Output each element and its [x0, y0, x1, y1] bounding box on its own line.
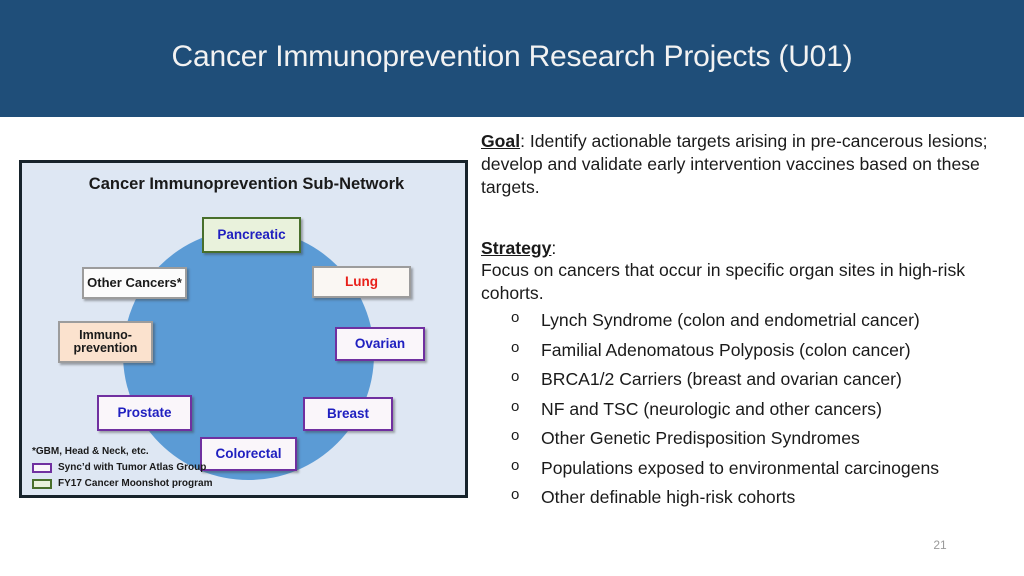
strategy-label: Strategy	[481, 237, 552, 258]
list-item-label: Familial Adenomatous Polyposis (colon ca…	[541, 339, 911, 360]
legend-item-tumor-atlas: Sync’d with Tumor Atlas Group	[32, 460, 212, 475]
page-number: 21	[933, 538, 947, 552]
node-breast[interactable]: Breast	[303, 397, 393, 431]
strategy-colon: :	[551, 237, 557, 258]
diagram-title: Cancer Immunoprevention Sub-Network	[88, 175, 405, 193]
node-lung[interactable]: Lung	[312, 266, 411, 298]
legend-swatch-green-icon	[32, 478, 52, 489]
bullet-marker-icon: o	[511, 309, 520, 327]
list-item-label: Other Genetic Predisposition Syndromes	[541, 428, 860, 449]
node-colorectal[interactable]: Colorectal	[200, 437, 297, 471]
bullet-marker-icon: o	[511, 368, 520, 386]
node-ovarian-label: Ovarian	[354, 335, 406, 351]
page-title: Cancer Immunoprevention Research Project…	[171, 40, 853, 73]
node-prostate[interactable]: Prostate	[97, 395, 192, 431]
list-item: o Other definable high-risk cohorts	[511, 483, 999, 512]
list-item-label: NF and TSC (neurologic and other cancers…	[541, 398, 882, 419]
list-item: o NF and TSC (neurologic and other cance…	[511, 395, 999, 424]
node-immunoprevention[interactable]: Immuno- prevention	[58, 321, 153, 363]
list-item-label: Lynch Syndrome (colon and endometrial ca…	[541, 310, 920, 331]
goal-label: Goal	[481, 131, 521, 151]
list-item-label: Other definable high-risk cohorts	[541, 487, 796, 508]
list-item: o Other Genetic Predisposition Syndromes	[511, 424, 999, 453]
list-item: o Populations exposed to environmental c…	[511, 454, 999, 483]
node-colorectal-label: Colorectal	[215, 445, 282, 461]
legend-footnote: *GBM, Head & Neck, etc.	[32, 446, 149, 457]
legend-item-tumor-atlas-label: Sync’d with Tumor Atlas Group	[58, 462, 207, 473]
content-column: Goal: Identify actionable targets arisin…	[481, 130, 999, 512]
bullet-marker-icon: o	[511, 397, 520, 415]
legend-item-moonshot: FY17 Cancer Moonshot program	[32, 476, 212, 491]
list-item: o Familial Adenomatous Polyposis (colon …	[511, 336, 999, 365]
list-item-label: BRCA1/2 Carriers (breast and ovarian can…	[541, 369, 902, 390]
node-pancreatic[interactable]: Pancreatic	[202, 217, 301, 253]
bullet-marker-icon: o	[511, 456, 520, 474]
node-immunoprevention-label: Immuno- prevention	[73, 327, 138, 355]
goal-paragraph: Goal: Identify actionable targets arisin…	[481, 130, 999, 199]
node-other-cancers-label: Other Cancers*	[87, 274, 182, 290]
sub-network-diagram: Cancer Immunoprevention Sub-Network Panc…	[19, 160, 468, 498]
strategy-heading: Strategy:	[481, 237, 999, 260]
list-item: o Lynch Syndrome (colon and endometrial …	[511, 306, 999, 335]
node-lung-label: Lung	[345, 273, 378, 289]
bullet-marker-icon: o	[511, 427, 520, 445]
legend-swatch-purple-icon	[32, 462, 52, 473]
list-item: o BRCA1/2 Carriers (breast and ovarian c…	[511, 365, 999, 394]
list-item-label: Populations exposed to environmental car…	[541, 457, 940, 478]
bullet-marker-icon: o	[511, 486, 520, 504]
slide-header-band	[0, 0, 1024, 117]
legend-item-moonshot-label: FY17 Cancer Moonshot program	[58, 478, 213, 489]
node-other-cancers[interactable]: Other Cancers*	[82, 267, 187, 299]
node-prostate-label: Prostate	[117, 404, 172, 420]
node-ovarian[interactable]: Ovarian	[335, 327, 425, 361]
node-pancreatic-label: Pancreatic	[217, 226, 286, 242]
node-breast-label: Breast	[326, 405, 370, 421]
strategy-body-text: Focus on cancers that occur in specific …	[481, 260, 966, 304]
diagram-legend: *GBM, Head & Neck, etc. Sync’d with Tumo…	[32, 445, 212, 491]
high-risk-cohort-list: o Lynch Syndrome (colon and endometrial …	[481, 306, 999, 512]
bullet-marker-icon: o	[511, 338, 520, 356]
goal-text: : Identify actionable targets arising in…	[481, 131, 988, 197]
